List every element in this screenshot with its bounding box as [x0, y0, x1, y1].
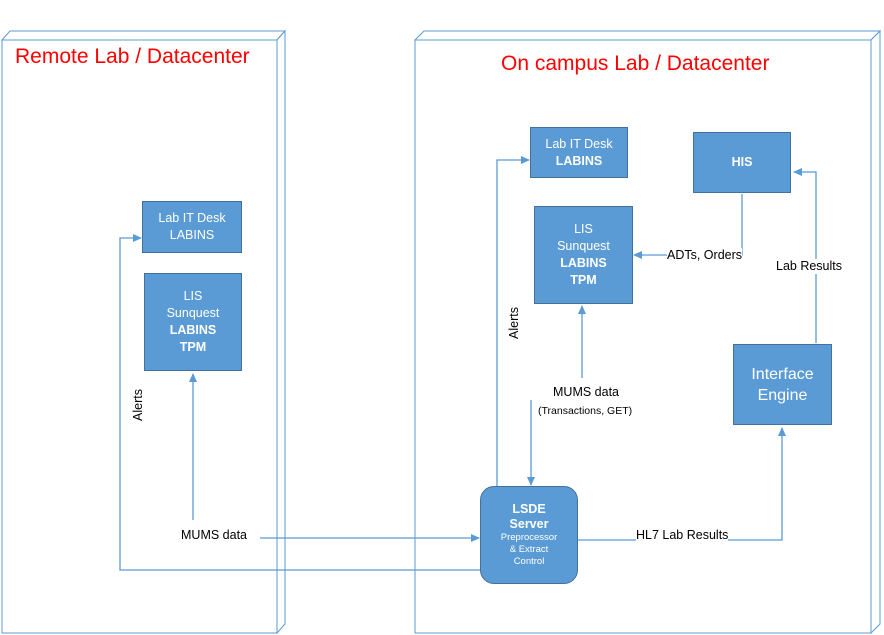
lsde-line5: Control — [513, 556, 545, 567]
campus-mums-sub-label: (Transactions, GET) — [538, 404, 633, 419]
campus-zone-title: On campus Lab / Datacenter — [501, 52, 770, 75]
remote-lis-line1: LIS — [183, 289, 203, 303]
remote-it-desk-line2: LABINS — [169, 228, 215, 242]
campus-lis-box: LIS Sunquest LABINS TPM — [534, 206, 633, 304]
lsde-line2: Server — [509, 517, 549, 531]
remote-alerts-arrow — [119, 234, 481, 571]
lsde-server-box: LSDE Server Preprocessor & Extract Contr… — [480, 486, 578, 584]
campus-lis-line4: TPM — [570, 273, 597, 287]
lsde-line3: Preprocessor — [500, 532, 558, 543]
interface-engine-line2: Engine — [757, 386, 808, 404]
remote-mums-label: MUMS data — [181, 528, 247, 543]
campus-lis-line3: LABINS — [560, 256, 607, 270]
remote-lis-line4: TPM — [179, 340, 207, 354]
campus-it-desk-line1: Lab IT Desk — [545, 136, 613, 151]
remote-it-desk-box: Lab IT Desk LABINS — [142, 201, 242, 253]
lab-results-arrow — [793, 168, 817, 343]
campus-lis-line2: Sunquest — [557, 239, 610, 253]
his-label: HIS — [731, 155, 753, 169]
campus-mums-label: MUMS data — [553, 385, 619, 400]
campus-it-desk-line2: LABINS — [555, 153, 603, 168]
lsde-line4: & Extract — [509, 544, 549, 555]
campus-lis-line1: LIS — [574, 222, 593, 236]
interface-engine-box: Interface Engine — [733, 344, 832, 425]
remote-zone-title: Remote Lab / Datacenter — [15, 45, 250, 68]
lab-results-label: Lab Results — [776, 259, 843, 274]
lsde-line1: LSDE — [512, 502, 546, 516]
remote-lis-line3: LABINS — [169, 323, 217, 337]
his-box: HIS — [693, 132, 791, 193]
campus-it-desk-box: Lab IT Desk LABINS — [530, 127, 628, 178]
adt-orders-label: ADTs, Orders — [667, 248, 743, 263]
remote-lis-box: LIS Sunquest LABINS TPM — [144, 273, 242, 371]
remote-lis-line2: Sunquest — [166, 306, 220, 320]
remote-it-desk-line1: Lab IT Desk — [158, 211, 226, 225]
remote-alerts-label: Alerts — [130, 389, 145, 421]
campus-alerts-label: Alerts — [506, 307, 521, 339]
interface-engine-line1: Interface — [751, 365, 814, 383]
campus-alerts-arrow — [496, 156, 530, 487]
hl7-label: HL7 Lab Results — [636, 528, 729, 543]
